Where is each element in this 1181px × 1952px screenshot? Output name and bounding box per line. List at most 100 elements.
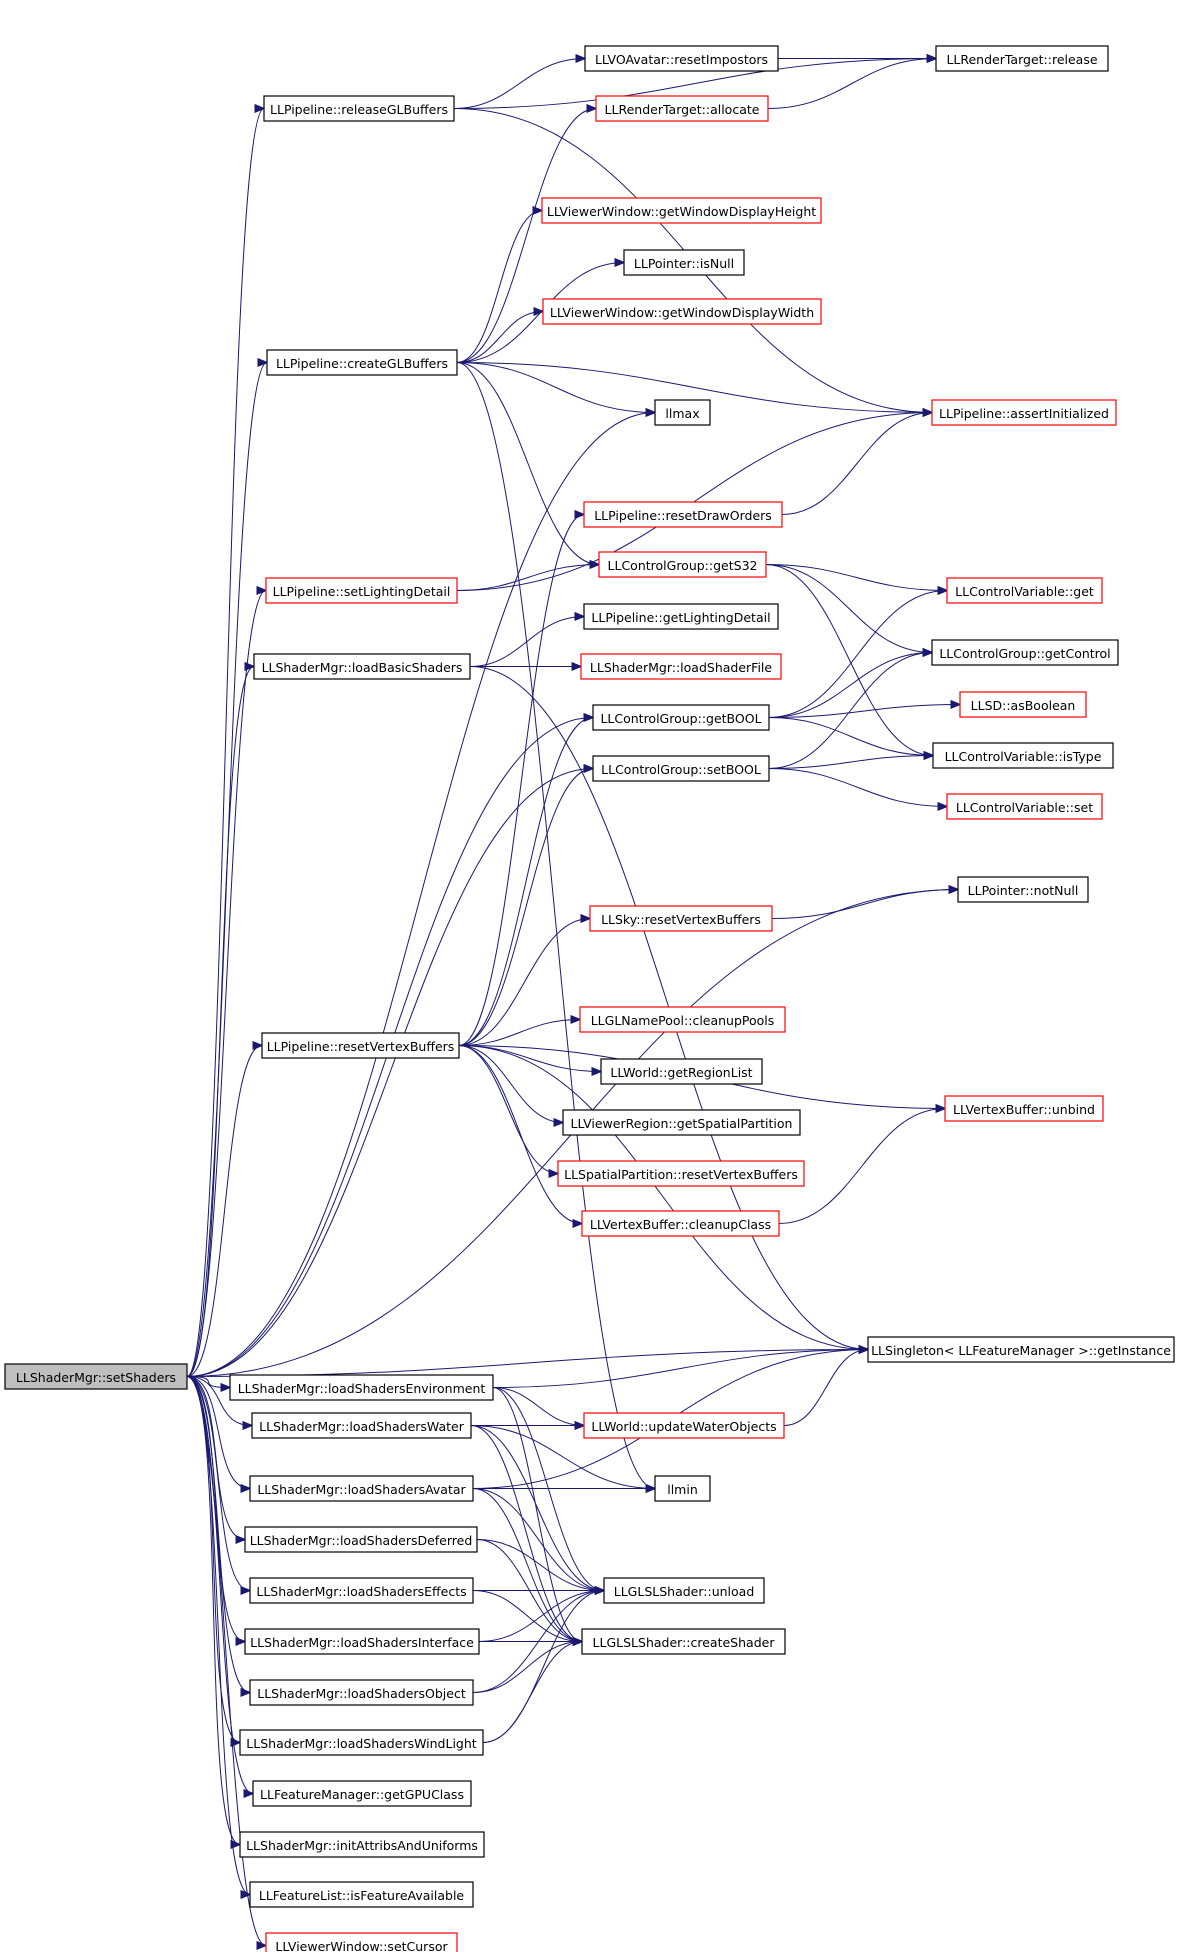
node-box[interactable] bbox=[249, 1475, 474, 1502]
node-box[interactable] bbox=[252, 1780, 472, 1807]
node-box[interactable] bbox=[581, 1210, 780, 1237]
node-cleanup-pools[interactable]: LLGLNamePool::cleanupPools bbox=[579, 1006, 786, 1033]
node-load-effects[interactable]: LLShaderMgr::loadShadersEffects bbox=[249, 1577, 474, 1604]
node-unload[interactable]: LLGLSLShader::unload bbox=[603, 1577, 765, 1604]
node-box[interactable] bbox=[266, 349, 458, 376]
node-box[interactable] bbox=[249, 1881, 474, 1908]
node-box[interactable] bbox=[244, 1526, 478, 1553]
node-set-shaders[interactable]: LLShaderMgr::setShaders bbox=[4, 1363, 188, 1390]
node-box[interactable] bbox=[557, 1160, 805, 1187]
node-llmax[interactable]: llmax bbox=[654, 399, 711, 426]
node-box[interactable] bbox=[654, 399, 711, 426]
node-is-feature-avail[interactable]: LLFeatureList::isFeatureAvailable bbox=[249, 1881, 474, 1908]
node-box[interactable] bbox=[542, 298, 822, 325]
node-cv-get[interactable]: LLControlVariable::get bbox=[946, 577, 1103, 604]
node-sky-reset[interactable]: LLSky::resetVertexBuffers bbox=[589, 905, 773, 932]
node-get-gpuclass[interactable]: LLFeatureManager::getGPUClass bbox=[252, 1780, 472, 1807]
node-box[interactable] bbox=[592, 755, 770, 782]
node-is-type[interactable]: LLControlVariable::isType bbox=[932, 742, 1114, 769]
node-box[interactable] bbox=[957, 876, 1089, 903]
node-box[interactable] bbox=[265, 1932, 458, 1952]
node-as-boolean[interactable]: LLSD::asBoolean bbox=[959, 691, 1087, 718]
node-set-lighting-detail[interactable]: LLPipeline::setLightingDetail bbox=[265, 577, 458, 604]
node-box[interactable] bbox=[244, 1628, 480, 1655]
node-box[interactable] bbox=[654, 1475, 711, 1502]
node-vb-unbind[interactable]: LLVertexBuffer::unbind bbox=[944, 1095, 1104, 1122]
node-box[interactable] bbox=[931, 399, 1117, 426]
node-get-s32[interactable]: LLControlGroup::getS32 bbox=[598, 551, 767, 578]
node-box[interactable] bbox=[584, 45, 779, 72]
node-box[interactable] bbox=[251, 1412, 472, 1439]
node-set-cursor[interactable]: LLViewerWindow::setCursor bbox=[265, 1932, 458, 1952]
node-box[interactable] bbox=[932, 742, 1114, 769]
node-init-attribs[interactable]: LLShaderMgr::initAttribsAndUniforms bbox=[239, 1831, 485, 1858]
node-reset-impostors[interactable]: LLVOAvatar::resetImpostors bbox=[584, 45, 779, 72]
node-box[interactable] bbox=[583, 603, 779, 630]
node-box[interactable] bbox=[239, 1831, 485, 1858]
node-rt-release[interactable]: LLRenderTarget::release bbox=[935, 45, 1109, 72]
node-release-glbuffers[interactable]: LLPipeline::releaseGLBuffers bbox=[263, 95, 455, 122]
node-get-lighting-detail[interactable]: LLPipeline::getLightingDetail bbox=[583, 603, 779, 630]
node-not-null[interactable]: LLPointer::notNull bbox=[957, 876, 1089, 903]
node-box[interactable] bbox=[261, 1032, 460, 1059]
node-box[interactable] bbox=[592, 704, 770, 731]
node-box[interactable] bbox=[4, 1363, 188, 1390]
node-box[interactable] bbox=[249, 1577, 474, 1604]
node-box[interactable] bbox=[249, 1679, 474, 1706]
node-get-control[interactable]: LLControlGroup::getControl bbox=[931, 639, 1119, 666]
node-box[interactable] bbox=[959, 691, 1087, 718]
node-get-bool[interactable]: LLControlGroup::getBOOL bbox=[592, 704, 770, 731]
node-load-env[interactable]: LLShaderMgr::loadShadersEnvironment bbox=[229, 1374, 494, 1401]
node-box[interactable] bbox=[562, 1109, 801, 1136]
node-box[interactable] bbox=[265, 577, 458, 604]
node-box[interactable] bbox=[931, 639, 1119, 666]
node-reset-draw-orders[interactable]: LLPipeline::resetDrawOrders bbox=[583, 501, 783, 528]
node-box[interactable] bbox=[946, 577, 1103, 604]
node-create-glbuffers[interactable]: LLPipeline::createGLBuffers bbox=[266, 349, 458, 376]
node-reset-vertex-buffers[interactable]: LLPipeline::resetVertexBuffers bbox=[261, 1032, 460, 1059]
node-box[interactable] bbox=[944, 1095, 1104, 1122]
node-box[interactable] bbox=[229, 1374, 494, 1401]
node-cv-set[interactable]: LLControlVariable::set bbox=[946, 793, 1103, 820]
node-sp-reset[interactable]: LLSpatialPartition::resetVertexBuffers bbox=[557, 1160, 805, 1187]
node-load-deferred[interactable]: LLShaderMgr::loadShadersDeferred bbox=[244, 1526, 478, 1553]
node-box[interactable] bbox=[579, 1006, 786, 1033]
node-box[interactable] bbox=[623, 249, 745, 276]
node-vb-cleanup[interactable]: LLVertexBuffer::cleanupClass bbox=[581, 1210, 780, 1237]
node-load-avatar[interactable]: LLShaderMgr::loadShadersAvatar bbox=[249, 1475, 474, 1502]
node-box[interactable] bbox=[603, 1577, 765, 1604]
node-create-shader[interactable]: LLGLSLShader::createShader bbox=[581, 1628, 786, 1655]
node-box[interactable] bbox=[583, 1412, 785, 1439]
node-load-water[interactable]: LLShaderMgr::loadShadersWater bbox=[251, 1412, 472, 1439]
node-box[interactable] bbox=[595, 95, 769, 122]
node-box[interactable] bbox=[583, 501, 783, 528]
node-box[interactable] bbox=[946, 793, 1103, 820]
node-get-spatial-partition[interactable]: LLViewerRegion::getSpatialPartition bbox=[562, 1109, 801, 1136]
node-assert-init[interactable]: LLPipeline::assertInitialized bbox=[931, 399, 1117, 426]
node-box[interactable] bbox=[935, 45, 1109, 72]
node-ptr-is-null[interactable]: LLPointer::isNull bbox=[623, 249, 745, 276]
node-box[interactable] bbox=[598, 551, 767, 578]
node-load-basic-shaders[interactable]: LLShaderMgr::loadBasicShaders bbox=[253, 653, 471, 680]
node-load-shader-file[interactable]: LLShaderMgr::loadShaderFile bbox=[580, 653, 782, 680]
node-load-wind-light[interactable]: LLShaderMgr::loadShadersWindLight bbox=[239, 1729, 484, 1756]
node-get-win-w[interactable]: LLViewerWindow::getWindowDisplayWidth bbox=[542, 298, 822, 325]
node-get-region-list[interactable]: LLWorld::getRegionList bbox=[600, 1058, 763, 1085]
node-load-interface[interactable]: LLShaderMgr::loadShadersInterface bbox=[244, 1628, 480, 1655]
node-box[interactable] bbox=[581, 1628, 786, 1655]
node-get-win-h[interactable]: LLViewerWindow::getWindowDisplayHeight bbox=[541, 197, 822, 224]
node-load-object[interactable]: LLShaderMgr::loadShadersObject bbox=[249, 1679, 474, 1706]
node-box[interactable] bbox=[541, 197, 822, 224]
node-box[interactable] bbox=[580, 653, 782, 680]
node-llmin[interactable]: llmin bbox=[654, 1475, 711, 1502]
node-update-water[interactable]: LLWorld::updateWaterObjects bbox=[583, 1412, 785, 1439]
node-set-bool[interactable]: LLControlGroup::setBOOL bbox=[592, 755, 770, 782]
node-get-instance[interactable]: LLSingleton< LLFeatureManager >::getInst… bbox=[867, 1336, 1175, 1363]
node-box[interactable] bbox=[253, 653, 471, 680]
node-box[interactable] bbox=[263, 95, 455, 122]
node-rt-allocate[interactable]: LLRenderTarget::allocate bbox=[595, 95, 769, 122]
node-box[interactable] bbox=[239, 1729, 484, 1756]
node-box[interactable] bbox=[600, 1058, 763, 1085]
node-box[interactable] bbox=[589, 905, 773, 932]
node-box[interactable] bbox=[867, 1336, 1175, 1363]
